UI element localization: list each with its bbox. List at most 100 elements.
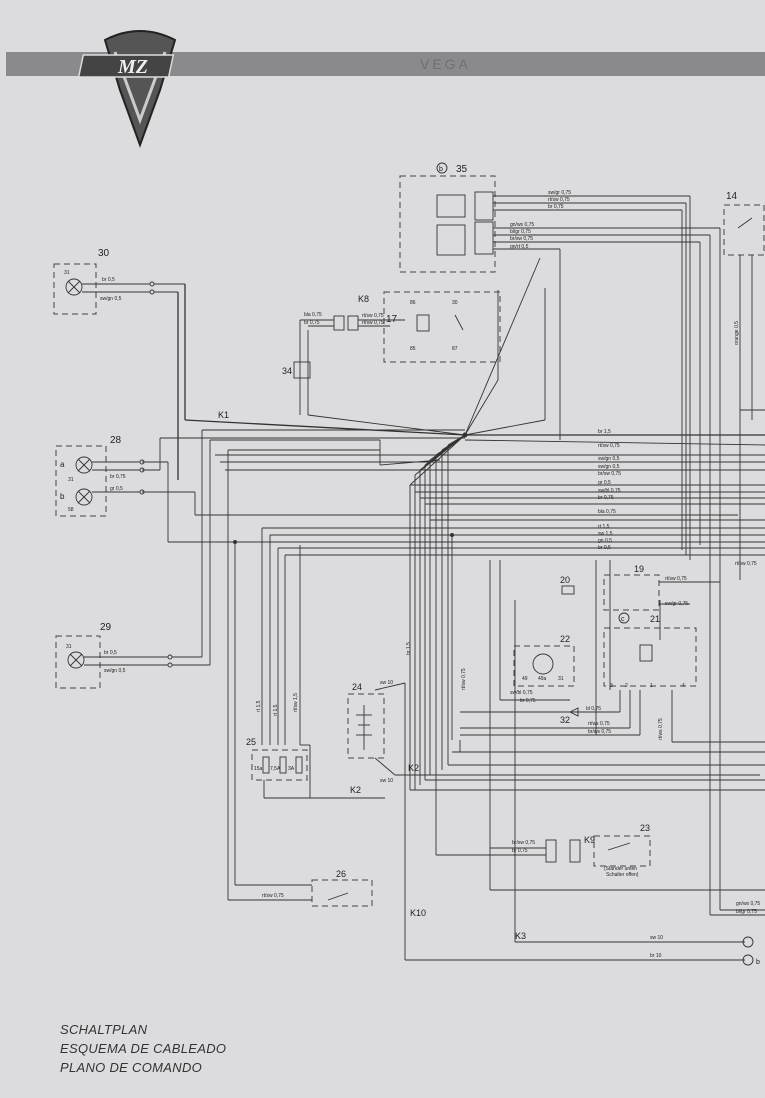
c25-fuse-75a: 7,5A [270, 766, 281, 772]
component-26-box [311, 879, 373, 907]
c25-fuse-15a: 15a [254, 766, 263, 772]
connector-35d [474, 221, 494, 255]
component-29-lamp-icon [67, 651, 85, 669]
wire-label-br: br 0,75 [548, 204, 564, 210]
rw-rt-sw: rt/sw 0,75 [598, 443, 620, 449]
c29-wire-sw-gn: sw/gn 0,5 [104, 668, 126, 674]
title-line-3: PLANO DE COMANDO [60, 1060, 203, 1075]
k9-connector-b [569, 839, 581, 863]
edge-wire-blgr: bl/gr 0,75 [736, 909, 757, 915]
c22-wire-swbl: sw/bl 0,75 [510, 690, 533, 696]
wire-label-gn-ws: gn/ws 0,75 [510, 222, 534, 228]
c32-wire-bl: bl 0,75 [586, 706, 601, 712]
component-28-label: 28 [110, 435, 122, 446]
component-22-box [513, 645, 575, 687]
rw-br05: br 0,5 [598, 545, 611, 551]
k9-label: K9 [584, 835, 595, 845]
component-26-label: 26 [336, 869, 346, 879]
c28-pin58: 58 [68, 507, 74, 513]
relay-17-box [383, 291, 501, 363]
connector-34 [293, 361, 311, 379]
component-28b-lamp-icon [75, 488, 93, 506]
rw-bla: bla 0,75 [598, 509, 616, 515]
c22-transistor-icon [532, 653, 554, 675]
relay-pin85: 85 [410, 346, 416, 352]
c29-wire-br: br 0,5 [104, 650, 117, 656]
k8-wire-blsw: rt/sw 0,75 [362, 313, 384, 319]
k2-label-b: K2 [408, 763, 419, 773]
k8-connector-b [347, 315, 359, 331]
mz-logo: MZ [77, 30, 177, 148]
c28-pin-b: b [60, 492, 65, 501]
edge-wire-gnws: gn/ws 0,75 [736, 901, 760, 907]
edge-terminal-b [742, 954, 754, 966]
rw-sw-gn2: sw/gn 0,5 [598, 464, 620, 470]
rw-sw15: sw 1,5 [598, 531, 613, 537]
component-17-label: 17 [386, 314, 398, 325]
component-29-label: 29 [100, 622, 112, 633]
c26-wire-rtsw: rt/sw 0,75 [262, 893, 284, 899]
rw-gr: gr 0,5 [598, 480, 611, 486]
k8-wire-rtsw: rt/sw 0,75 [362, 320, 384, 326]
component-34-label: 34 [282, 366, 292, 376]
harness-main [142, 257, 765, 900]
c32-wire-rtws: rt/ws 0,75 [588, 721, 610, 727]
wire-rtsw-vert: rt/sw 0,75 [461, 668, 467, 690]
component-20-label: 20 [560, 575, 570, 585]
k8-connector-a [333, 315, 345, 331]
relay-pin30: 30 [452, 300, 458, 306]
rw-rt15: rt 1,5 [598, 524, 610, 530]
connector-35a [436, 194, 466, 218]
relay-pin86: 86 [410, 300, 416, 306]
c28-wire-br: br 0,75 [110, 474, 126, 480]
c22-pin31: 31 [558, 676, 564, 682]
relay-pin87: 87 [452, 346, 458, 352]
c25-fuse-3a: 3A [288, 766, 295, 772]
c30-pin31: 31 [64, 270, 70, 276]
component-14-box [723, 204, 765, 256]
c28-wire-gr: gr 0,5 [110, 486, 123, 492]
k9-connector-a [545, 839, 557, 863]
component-30-label: 30 [98, 248, 110, 259]
rw-sw-gn: sw/gn 0,5 [598, 456, 620, 462]
c21-pin2: 2 [625, 683, 628, 689]
c23-wire-br: br 0,75 [512, 848, 528, 854]
wire-label-orange: orange 0,5 [734, 321, 740, 345]
k8-wire-br: br 0,75 [304, 320, 320, 326]
wire-label-rt-sw: rt/sw 0,75 [548, 197, 570, 203]
wires-35-right [493, 195, 721, 915]
c21-relay-icon [639, 644, 653, 662]
c24-wire-sw10b: sw 10 [380, 778, 393, 784]
c25-wire-rt15: rt 1,5 [256, 700, 262, 712]
c22-pin49a: 49a [538, 676, 547, 682]
component-25-box [251, 749, 308, 781]
component-21-box [603, 627, 697, 687]
component-35-sub-circle [436, 162, 448, 174]
c21-pin4: 4 [682, 683, 685, 689]
component-19-box [603, 574, 660, 611]
k10-label: K10 [410, 908, 426, 918]
c25-wire-rtsw: rt/sw 1,5 [293, 693, 299, 712]
c23-wire-brsw: br/sw 0,75 [512, 840, 535, 846]
k2-label-a: K2 [350, 785, 361, 795]
rw-rt-sw-edge: rt/sw 0,75 [735, 561, 757, 567]
component-30-lamp-icon [65, 278, 83, 296]
c21-sub-label: c [621, 616, 625, 623]
component-24-box [347, 693, 385, 759]
component-20-icon [561, 585, 575, 595]
k3-wire-sw10: sw 10 [650, 935, 663, 941]
banner-text: VEGA [420, 56, 471, 72]
component-28a-lamp-icon [75, 456, 93, 474]
c25-wire-rt15b: rt 1,5 [273, 704, 279, 716]
rw-gn: gn 0,5 [598, 538, 612, 544]
wire-label-gn-rt: gn/rt 0,5 [510, 244, 529, 250]
k10-wire-br10: br 10 [650, 953, 662, 959]
component-35-label: 35 [456, 164, 468, 175]
rw-br-sw: br/sw 0,75 [598, 471, 621, 477]
component-22-label: 22 [560, 634, 570, 644]
component-23-label: 23 [640, 823, 650, 833]
component-30-box [53, 263, 97, 315]
relay-17-coil-icon [416, 314, 430, 332]
